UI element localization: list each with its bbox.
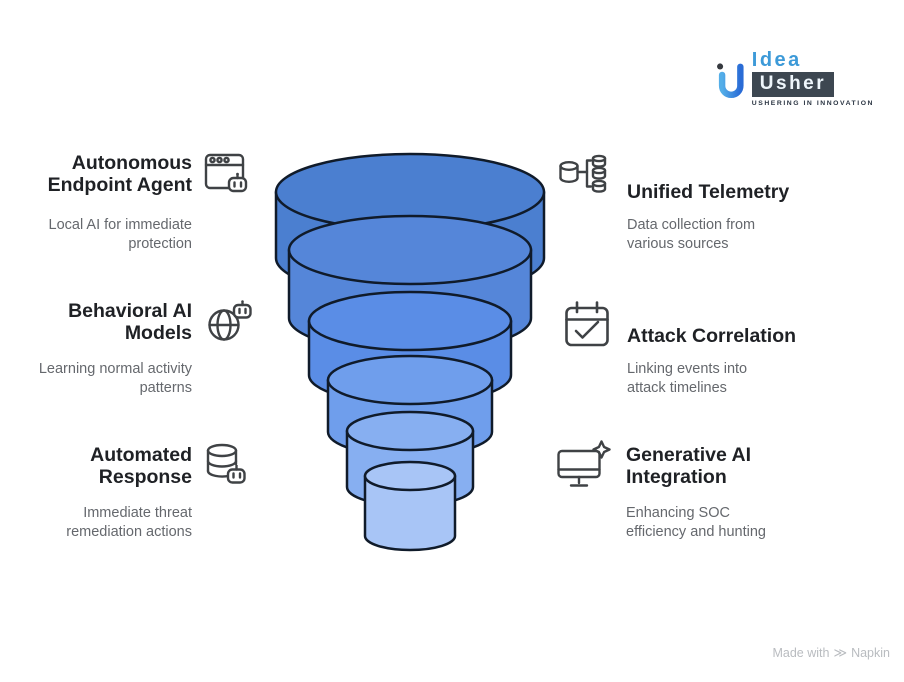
right-item-1-title: Unified Telemetry (627, 181, 790, 203)
right-item-2-subtitle: Linking events into attack timelines (627, 361, 748, 396)
left-item-3-subtitle: Immediate threat remediation actions (66, 505, 192, 540)
made-with-label: Made with (772, 646, 830, 660)
idea-usher-logo: Idea Usher USHERING IN INNOVATION (714, 50, 874, 112)
logo-tagline: USHERING IN INNOVATION (751, 100, 874, 107)
left-item-2-title: Behavioral AI Models (68, 300, 192, 344)
right-item-3-title: Generative AI Integration (626, 444, 751, 488)
logo-word-usher: Usher (751, 72, 835, 97)
funnel-diagram (274, 152, 546, 552)
funnel-level-6 (363, 460, 457, 552)
left-item-1-title: Autonomous Endpoint Agent (47, 152, 192, 196)
napkin-attribution: Made with ≫ Napkin (772, 645, 890, 661)
monitor-sparkle-icon (557, 440, 611, 487)
left-item-3-title: Automated Response (90, 444, 192, 488)
right-item-1-subtitle: Data collection from various sources (627, 217, 756, 252)
left-item-2-subtitle: Learning normal activity patterns (38, 361, 192, 396)
napkin-brand-label: Napkin (851, 646, 890, 660)
left-item-1-subtitle: Local AI for immediate protection (48, 217, 192, 252)
logo-word-idea: Idea (751, 49, 802, 71)
napkin-icon: ≫ (833, 645, 848, 660)
telemetry-merge-icon (559, 154, 607, 193)
globe-robot-icon (208, 300, 252, 341)
database-robot-icon (206, 443, 246, 484)
right-item-3-subtitle: Enhancing SOC efficiency and hunting (626, 505, 767, 540)
right-item-2-title: Attack Correlation (627, 325, 797, 347)
browser-robot-icon (204, 153, 248, 193)
idea-usher-logo-icon (717, 63, 744, 99)
calendar-check-icon (565, 301, 609, 347)
